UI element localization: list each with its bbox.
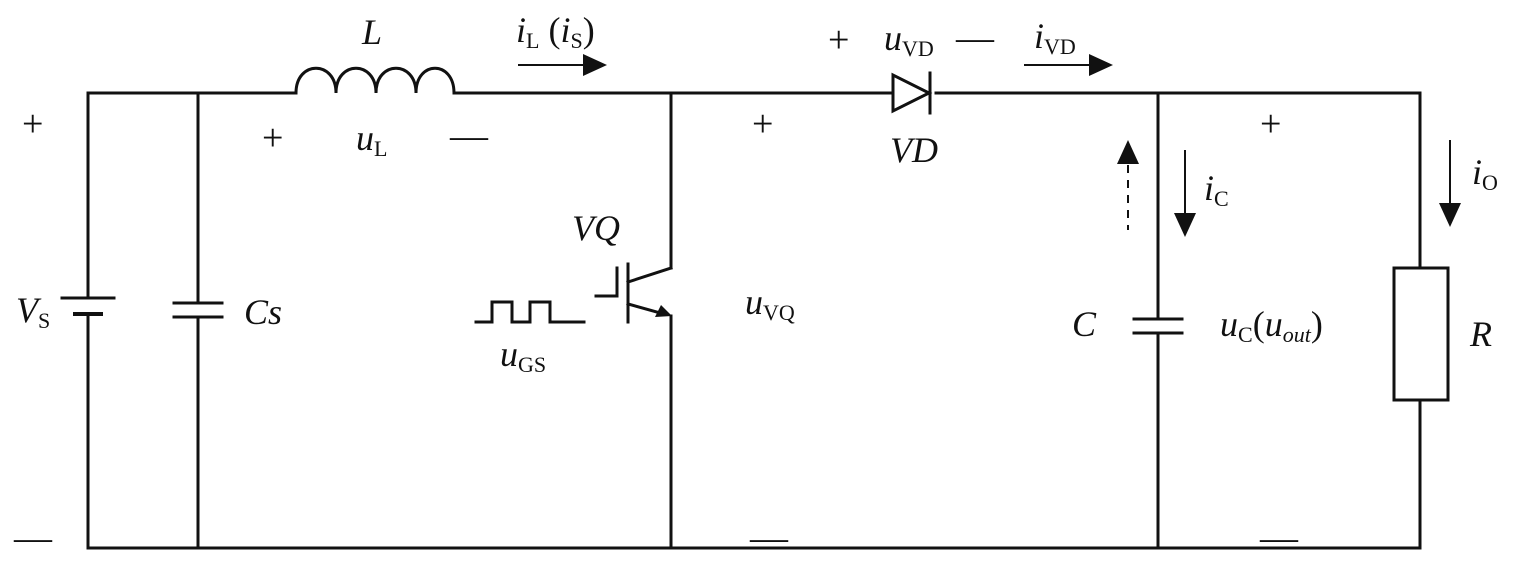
ul-minus-sign: — — [449, 115, 489, 157]
vs-minus-sign: — — [13, 517, 53, 559]
uvq-label: uVQ — [745, 282, 795, 325]
uvd-plus-sign: + — [828, 19, 849, 61]
il-arrow — [518, 54, 607, 76]
cs-label: Cs — [244, 292, 282, 332]
uvd-minus-sign: — — [955, 17, 995, 59]
inductor-label: L — [361, 12, 382, 52]
ugs-label: uGS — [500, 334, 546, 377]
io-arrow — [1439, 140, 1461, 227]
uc-plus-sign: + — [1260, 103, 1281, 145]
il-label: iL (iS) — [516, 10, 595, 53]
input-capacitor-symbol — [172, 301, 224, 319]
ul-label: uL — [356, 118, 387, 161]
load-resistor-symbol — [1392, 266, 1450, 402]
load-label: R — [1469, 314, 1492, 354]
uc-minus-sign: — — [1259, 517, 1299, 559]
emitter-arrow-icon — [655, 305, 672, 317]
uc-label: uC(uout) — [1220, 304, 1323, 347]
output-capacitor-symbol — [1132, 317, 1184, 335]
ic-arrow — [1174, 150, 1196, 237]
vs-plus-sign: + — [22, 103, 43, 145]
io-label: iO — [1472, 152, 1498, 195]
uvq-minus-sign: — — [749, 517, 789, 559]
diode-label: VD — [890, 130, 938, 170]
ivd-arrow — [1024, 54, 1113, 76]
ic-label: iC — [1204, 168, 1229, 211]
wires — [86, 91, 1422, 550]
gate-pulse-waveform — [474, 300, 586, 324]
vs-label: VS — [16, 290, 50, 333]
ic-reverse-dashed-arrow — [1117, 140, 1139, 230]
ul-plus-sign: + — [262, 117, 283, 159]
switch-igbt-symbol — [594, 262, 673, 324]
inductor-symbol — [294, 66, 456, 95]
uvq-plus-sign: + — [752, 103, 773, 145]
switch-label: VQ — [572, 208, 620, 248]
diode-symbol — [856, 71, 933, 115]
uvd-label: uVD — [884, 18, 934, 61]
ivd-label: iVD — [1034, 16, 1076, 59]
output-cap-label: C — [1072, 304, 1097, 344]
source-battery-symbol — [60, 296, 116, 316]
